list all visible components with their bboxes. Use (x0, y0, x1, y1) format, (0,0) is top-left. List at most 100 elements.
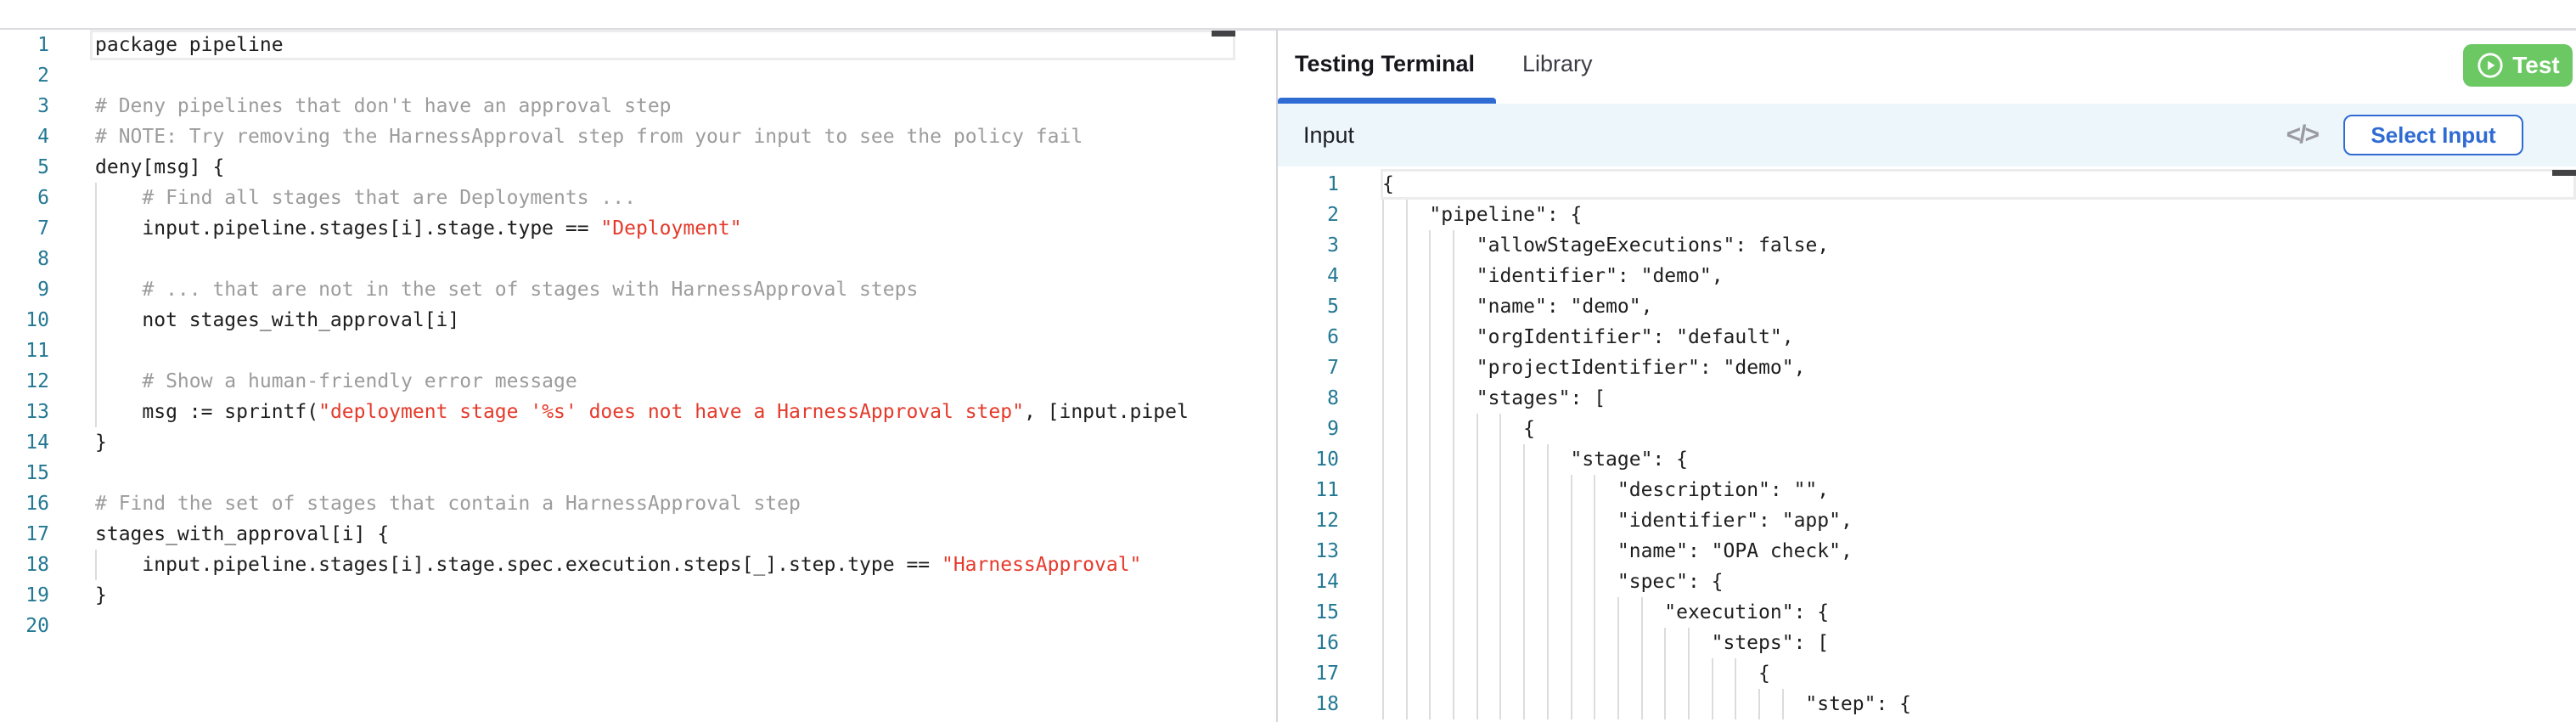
select-input-button[interactable]: Select Input (2343, 115, 2523, 155)
indent-guide (1476, 444, 1500, 475)
test-button[interactable]: Test (2463, 44, 2573, 87)
indent-guide (1594, 628, 1617, 658)
code-line[interactable]: 16# Find the set of stages that contain … (0, 488, 1235, 519)
code-line[interactable]: 19} (0, 580, 1235, 611)
indent-guide (1641, 689, 1665, 719)
active-tab-underline (1278, 98, 1496, 104)
indent-guide (1499, 475, 1523, 505)
code-line[interactable]: 18"step": { (1278, 689, 2576, 719)
code-line-text: } (95, 432, 107, 454)
code-line[interactable]: 20 (0, 611, 1235, 641)
code-line[interactable]: 9{ (1278, 414, 2576, 444)
line-number: 11 (25, 340, 49, 362)
line-number: 12 (1315, 510, 1339, 532)
input-bar: Input </> Select Input (1278, 104, 2576, 166)
code-line[interactable]: 7"projectIdentifier": "demo", (1278, 353, 2576, 383)
code-line[interactable]: 2"pipeline": { (1278, 200, 2576, 230)
code-line[interactable]: 9# ... that are not in the set of stages… (0, 274, 1235, 305)
line-number: 9 (1327, 418, 1339, 440)
indent-guide (1664, 658, 1688, 689)
code-line[interactable]: 1{ (1278, 169, 2576, 200)
indent-guide (1429, 261, 1453, 291)
indent-guide (1406, 536, 1430, 567)
tab-library[interactable]: Library (1522, 50, 1593, 76)
code-line[interactable]: 3# Deny pipelines that don't have an app… (0, 91, 1235, 121)
code-view-icon[interactable]: </> (2286, 121, 2320, 149)
code-line-text: "name": "demo", (1339, 291, 2576, 322)
indent-guide (1429, 536, 1453, 567)
line-number: 3 (1327, 234, 1339, 257)
indent-guide (1406, 200, 1430, 230)
code-line[interactable]: 8"stages": [ (1278, 383, 2576, 414)
indent-guide (1453, 658, 1476, 689)
indent-guide (1617, 689, 1641, 719)
code-line[interactable]: 11 (0, 336, 1235, 366)
indent-guide (1499, 658, 1523, 689)
indent-guide (1617, 597, 1641, 628)
indent-guide (1523, 689, 1547, 719)
code-line[interactable]: 5"name": "demo", (1278, 291, 2576, 322)
indent-guide (1429, 628, 1453, 658)
indent-guide (1476, 505, 1500, 536)
indent-guide (1547, 536, 1571, 567)
indent-guide (1523, 658, 1547, 689)
code-line[interactable]: 4# NOTE: Try removing the HarnessApprova… (0, 121, 1235, 152)
code-line[interactable]: 15"execution": { (1278, 597, 2576, 628)
code-line[interactable]: 12# Show a human-friendly error message (0, 366, 1235, 397)
indent-guide (1406, 597, 1430, 628)
indent-guide (1406, 261, 1430, 291)
indent-guide (1571, 658, 1595, 689)
code-line-text: "projectIdentifier": "demo", (1339, 353, 2576, 383)
indent-guide (1641, 628, 1665, 658)
indent-guide (1453, 230, 1476, 261)
line-number: 8 (1327, 387, 1339, 409)
line-number: 20 (25, 615, 49, 637)
code-line-text: "name": "OPA check", (1339, 536, 2576, 567)
line-number: 17 (1315, 663, 1339, 685)
code-line[interactable]: 10"stage": { (1278, 444, 2576, 475)
code-line[interactable]: 17{ (1278, 658, 2576, 689)
code-line[interactable]: 4"identifier": "demo", (1278, 261, 2576, 291)
code-line[interactable]: 14} (0, 427, 1235, 458)
input-json-editor[interactable]: 1{2"pipeline": {3"allowStageExecutions":… (1278, 169, 2576, 722)
tab-testing-terminal[interactable]: Testing Terminal (1295, 50, 1476, 76)
code-line[interactable]: 13"name": "OPA check", (1278, 536, 2576, 567)
code-line[interactable]: 11"description": "", (1278, 475, 2576, 505)
input-json-lines: 1{2"pipeline": {3"allowStageExecutions":… (1278, 169, 2576, 719)
code-line[interactable]: 16"steps": [ (1278, 628, 2576, 658)
code-line[interactable]: 12"identifier": "app", (1278, 505, 2576, 536)
indent-guide (1617, 628, 1641, 658)
code-line[interactable]: 6"orgIdentifier": "default", (1278, 322, 2576, 353)
code-line-text: deny[msg] { (95, 156, 225, 178)
indent-guide (1406, 291, 1430, 322)
indent-guide (1453, 567, 1476, 597)
indent-guide (95, 244, 142, 274)
indent-guide (1523, 444, 1547, 475)
code-line[interactable]: 8 (0, 244, 1235, 274)
indent-guide (1547, 597, 1571, 628)
code-line[interactable]: 14"spec": { (1278, 567, 2576, 597)
code-line-text: # Deny pipelines that don't have an appr… (95, 95, 672, 117)
code-line[interactable]: 6# Find all stages that are Deployments … (0, 183, 1235, 213)
code-line-text: # Find the set of stages that contain a … (95, 493, 801, 515)
indent-guide (1382, 689, 1406, 719)
indent-guide (1594, 475, 1617, 505)
code-line-text: "spec": { (1339, 567, 2576, 597)
code-line-text: "pipeline": { (1339, 200, 2576, 230)
line-number: 13 (25, 401, 49, 423)
indent-guide (1382, 353, 1406, 383)
code-line[interactable]: 2 (0, 60, 1235, 91)
line-number: 9 (37, 279, 49, 301)
code-line[interactable]: 15 (0, 458, 1235, 488)
code-line[interactable]: 3"allowStageExecutions": false, (1278, 230, 2576, 261)
indent-guide (1571, 597, 1595, 628)
indent-guide (1429, 353, 1453, 383)
